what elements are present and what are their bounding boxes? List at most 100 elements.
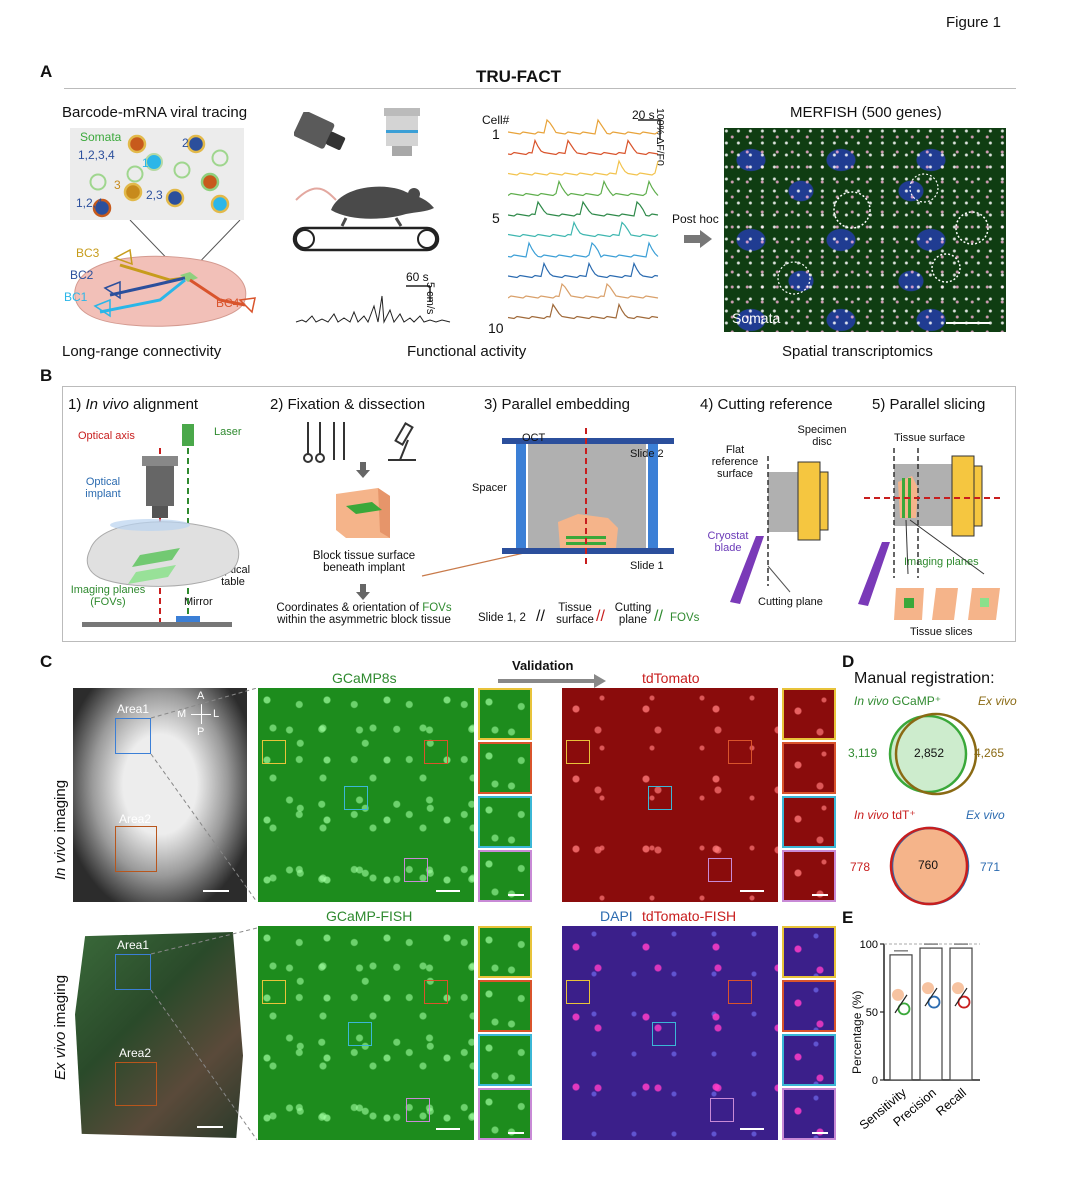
somata-circles: [89, 134, 230, 218]
roi-blue: [652, 1022, 676, 1046]
connectivity-header: Barcode-mRNA viral tracing: [62, 104, 248, 121]
tissue-block-icon: [336, 488, 390, 538]
bc2-label: BC2: [70, 268, 94, 282]
ex-vivo-tissue-scale-bar: [197, 1126, 223, 1128]
calcium-trace: [508, 261, 659, 279]
registration-icon: [922, 982, 934, 995]
somata-label-124: 1,2,4: [76, 196, 103, 210]
panel-b-frame: [62, 386, 1016, 642]
calcium-traces: [508, 118, 661, 320]
panel-a-letter: A: [40, 62, 53, 81]
registration-icon: [924, 987, 938, 1007]
calcium-trace: [508, 118, 659, 135]
compass-l: L: [213, 708, 220, 720]
ex-vivo-tissue-section: [75, 932, 243, 1138]
venn-top-left-label: In vivo GCaMP⁺: [854, 694, 941, 708]
legend-sep-2: //: [596, 608, 605, 625]
cutting-plane-label: Cutting plane: [758, 596, 823, 608]
speed-scale-value: 5 cm/s: [424, 282, 436, 315]
bc4-label: BC4: [216, 296, 240, 310]
gcamp8s-label: GCaMP8s: [332, 670, 397, 686]
registration-icon: [897, 1002, 911, 1016]
ex-vivo-imaging-label: Ex vivo imaging: [52, 975, 69, 1080]
calcium-trace: [508, 179, 659, 197]
bc1-label: BC1: [64, 290, 88, 304]
coords-post: within the asymmetric block tissue: [277, 614, 451, 626]
ex-vivo-tdt-scale-bar: [740, 1128, 764, 1130]
gcamp-zoom-blue: [478, 796, 532, 848]
dissection-tools-icon: [303, 422, 345, 463]
registration-icon: [894, 994, 908, 1014]
step1-alignment-diagram: [82, 424, 240, 627]
roi-pink: [708, 858, 732, 882]
calcium-trace: [508, 138, 659, 156]
roi-blue: [344, 786, 368, 810]
bar-precision: [919, 947, 943, 1081]
microscope-icon: [388, 421, 416, 461]
y-tick-label: 0: [872, 1075, 878, 1087]
functional-caption: Functional activity: [407, 343, 527, 360]
cell-number-1: 1: [492, 126, 500, 142]
calcium-trace: [508, 200, 659, 217]
embedding-diagram: [502, 428, 674, 568]
tdt-zoom-yellow: [782, 688, 836, 740]
gcamp-zoom-red: [478, 742, 532, 794]
calcium-trace: [508, 241, 659, 258]
mirror-label: Mirror: [184, 596, 213, 608]
merfish-image: Somata: [724, 128, 1006, 332]
ex-area1-box: [115, 954, 151, 990]
registration-icon: [952, 982, 964, 995]
manual-registration-title: Manual registration:: [854, 670, 995, 687]
venn-top-left-count: 3,119: [848, 746, 878, 760]
running-speed-trace: [295, 285, 451, 324]
cutting-reference-diagram: [730, 456, 829, 604]
roi-blue: [348, 1022, 372, 1046]
spatial-caption: Spatial transcriptomics: [782, 343, 933, 360]
validation-arrow-icon: [498, 674, 606, 688]
laser-label: Laser: [214, 426, 242, 438]
area1-label: Area1: [117, 702, 150, 716]
legend-tissue: Tissue surface: [556, 602, 594, 626]
brain-projection-diagram: [74, 220, 256, 327]
registration-icon: [892, 988, 904, 1001]
panel-d-letter: D: [842, 652, 855, 671]
y-tick-label: 100: [860, 939, 878, 951]
venn-top-overlap: 2,852: [914, 746, 945, 760]
tdt-fish-zoom-scale-bar: [812, 1132, 828, 1134]
tdtomato-label: tdTomato: [642, 670, 700, 686]
venn-bottom-right-count: 771: [980, 860, 1001, 874]
gcamp-fish-label: GCaMP-FISH: [326, 908, 413, 924]
roi-yellow: [566, 740, 590, 764]
ex-vivo-italic: Ex vivo: [52, 1031, 69, 1080]
step5-title: 5) Parallel slicing: [872, 396, 986, 413]
ex-vivo-gcamp-fish-image: [258, 926, 474, 1140]
ex-area2-label: Area2: [119, 1046, 152, 1060]
zoom-guide-lines: [150, 688, 258, 1141]
in-vivo-window-scale-bar: [203, 890, 229, 892]
down-arrow-icon: [356, 462, 370, 478]
panel-e-letter: E: [842, 908, 854, 927]
venn-top-right-count: 4,265: [974, 746, 1005, 760]
validation-label: Validation: [512, 658, 574, 673]
ex-vivo-tissue-image: Area1 Area2: [73, 928, 247, 1140]
tdt-zoom-scale-bar: [812, 894, 828, 896]
compass-p: P: [197, 726, 205, 738]
coords-pre: Coordinates & orientation of: [276, 602, 419, 614]
y-tick-label: 50: [866, 1007, 878, 1019]
in-vivo-tdtomato-image: [562, 688, 778, 902]
step4-title: 4) Cutting reference: [700, 396, 833, 413]
speed-scale-time: 60 s: [406, 270, 429, 284]
step3-title: 3) Parallel embedding: [484, 396, 630, 413]
oct-label: OCT: [522, 432, 546, 444]
figure-label: Figure 1: [946, 14, 1002, 31]
gcamp-fish-zoom-scale-bar: [508, 1132, 524, 1134]
venn-top-left-italic: In vivo: [854, 694, 889, 708]
venn-bottom-left-italic: In vivo: [854, 808, 889, 822]
compass-m: M: [177, 708, 187, 720]
venn-bottom-right-label: Ex vivo: [966, 808, 1005, 822]
in-vivo-rest: imaging: [52, 779, 69, 833]
calcium-trace: [508, 282, 659, 299]
step2-title: 2) Fixation & dissection: [270, 396, 426, 413]
panel-c-letter: C: [40, 652, 53, 671]
